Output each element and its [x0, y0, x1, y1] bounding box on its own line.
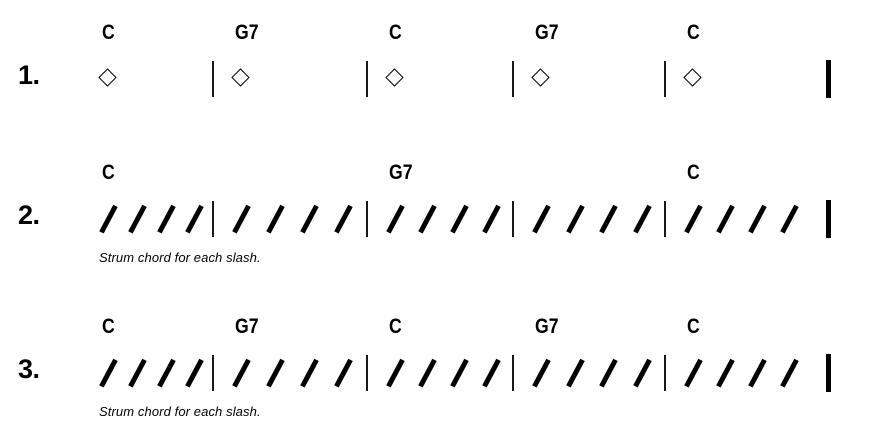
- rhythm-slash: [564, 205, 586, 233]
- rhythm-slash: [746, 205, 768, 233]
- chord-symbol: C: [687, 21, 700, 44]
- rhythm-slash: [230, 205, 252, 233]
- chord-symbol: C: [102, 315, 115, 338]
- rhythm-slash: [714, 205, 736, 233]
- rhythm-slash: [183, 205, 205, 233]
- exercise-number: 1.: [18, 60, 40, 90]
- barline: [212, 61, 214, 97]
- rhythm-slash: [480, 359, 502, 387]
- final-barline: [826, 200, 831, 238]
- exercise-caption: Strum chord for each slash.: [99, 250, 261, 265]
- rhythm-slash: [155, 205, 177, 233]
- chord-symbol: C: [102, 161, 115, 184]
- whole-note-diamond: [531, 68, 550, 87]
- rhythm-slash: [682, 359, 704, 387]
- rhythm-slash: [530, 205, 552, 233]
- chord-row: C G7 C G7 C: [0, 22, 889, 52]
- rhythm-slash: [597, 205, 619, 233]
- barline: [512, 355, 514, 391]
- exercise-number: 2.: [18, 200, 40, 230]
- exercise-number: 3.: [18, 354, 40, 384]
- rhythm-slash: [298, 359, 320, 387]
- rhythm-slash: [564, 359, 586, 387]
- rhythm-slash: [264, 205, 286, 233]
- rhythm-slash: [264, 359, 286, 387]
- rhythm-slash: [230, 359, 252, 387]
- barline: [212, 355, 214, 391]
- chord-row: C G7 C: [0, 162, 889, 192]
- rhythm-slash: [416, 359, 438, 387]
- staff-line: [0, 55, 889, 103]
- barline: [512, 61, 514, 97]
- rhythm-slash: [480, 205, 502, 233]
- rhythm-slash: [448, 359, 470, 387]
- rhythm-slash: [384, 205, 406, 233]
- rhythm-slash: [746, 359, 768, 387]
- chord-symbol: C: [687, 315, 700, 338]
- barline: [366, 201, 368, 237]
- rhythm-slash: [682, 205, 704, 233]
- staff-line: [0, 349, 889, 397]
- chord-symbol: C: [687, 161, 700, 184]
- rhythm-slash: [155, 359, 177, 387]
- whole-note-diamond: [231, 68, 250, 87]
- chord-symbol: G7: [389, 161, 413, 184]
- barline: [512, 201, 514, 237]
- rhythm-slash: [631, 359, 653, 387]
- barline: [366, 355, 368, 391]
- chord-symbol: G7: [535, 315, 559, 338]
- rhythm-slash: [530, 359, 552, 387]
- barline: [664, 201, 666, 237]
- final-barline: [826, 354, 831, 392]
- rhythm-slash: [384, 359, 406, 387]
- rhythm-slash: [778, 359, 800, 387]
- rhythm-slash: [631, 205, 653, 233]
- barline: [212, 201, 214, 237]
- exercise-caption: Strum chord for each slash.: [99, 404, 261, 419]
- rhythm-slash: [126, 205, 148, 233]
- barline: [366, 61, 368, 97]
- chord-symbol: G7: [235, 21, 259, 44]
- chord-symbol: G7: [235, 315, 259, 338]
- barline: [664, 61, 666, 97]
- rhythm-slash: [778, 205, 800, 233]
- chord-symbol: C: [389, 21, 402, 44]
- whole-note-diamond: [683, 68, 702, 87]
- whole-note-diamond: [385, 68, 404, 87]
- rhythm-slash: [416, 205, 438, 233]
- chord-symbol: C: [102, 21, 115, 44]
- final-barline: [826, 60, 831, 98]
- chord-row: C G7 C G7 C: [0, 316, 889, 346]
- rhythm-slash: [714, 359, 736, 387]
- chord-symbol: C: [389, 315, 402, 338]
- rhythm-slash: [126, 359, 148, 387]
- rhythm-slash: [448, 205, 470, 233]
- rhythm-slash: [97, 205, 119, 233]
- whole-note-diamond: [98, 68, 117, 87]
- rhythm-slash: [97, 359, 119, 387]
- chord-symbol: G7: [535, 21, 559, 44]
- rhythm-slash: [183, 359, 205, 387]
- rhythm-slash: [597, 359, 619, 387]
- barline: [664, 355, 666, 391]
- rhythm-slash: [332, 359, 354, 387]
- rhythm-slash: [298, 205, 320, 233]
- staff-line: [0, 195, 889, 243]
- rhythm-slash: [332, 205, 354, 233]
